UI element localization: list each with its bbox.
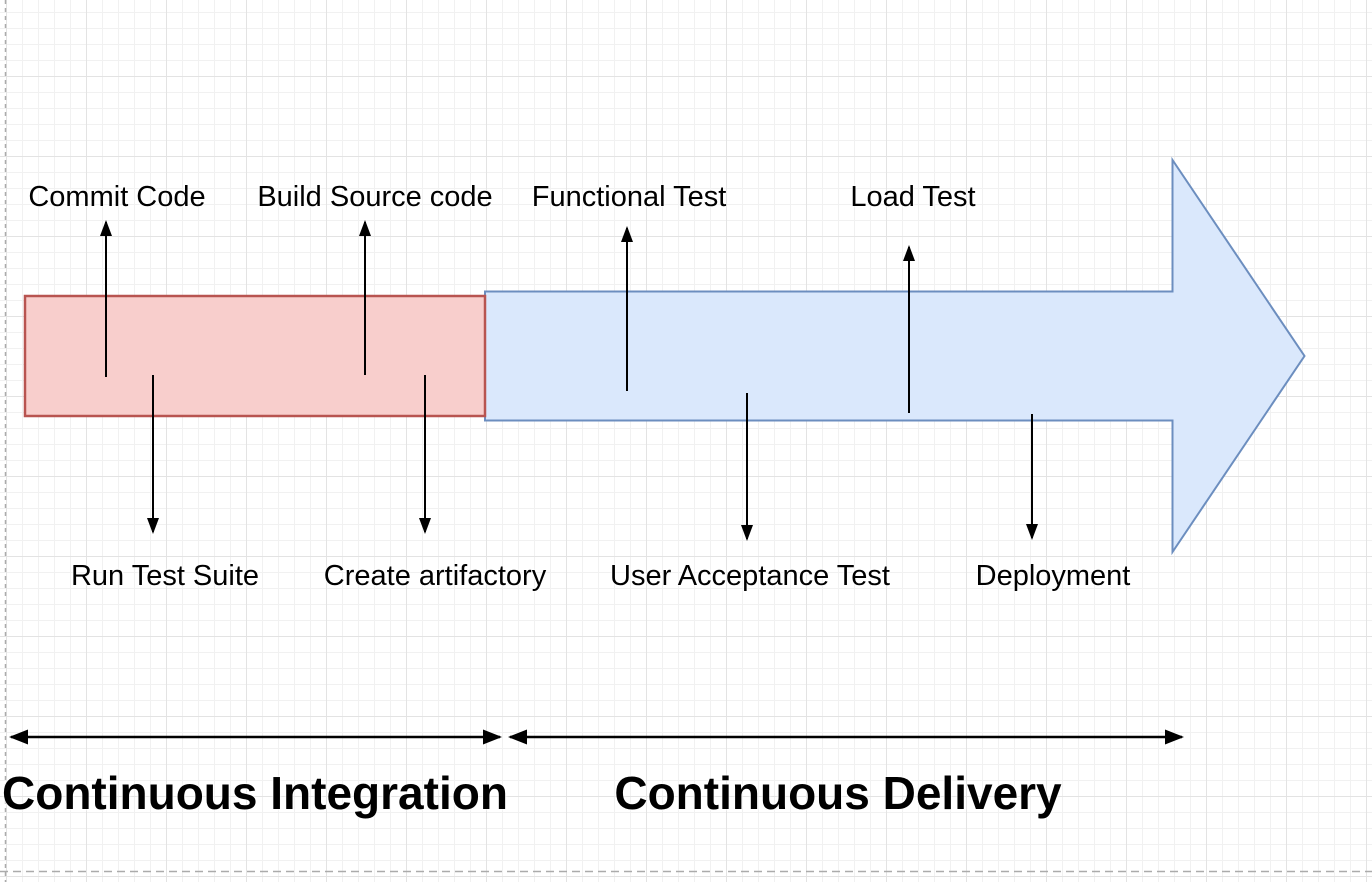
- step-label-run-test-suite: Run Test Suite: [70, 560, 260, 592]
- phase-title-continuous-delivery: Continuous Delivery: [614, 767, 1062, 819]
- step-label-functional-test: Functional Test: [531, 181, 727, 213]
- step-label-user-acceptance-test: User Acceptance Test: [610, 560, 890, 592]
- step-label-commit-code: Commit Code: [28, 181, 206, 213]
- step-label-create-artifactory: Create artifactory: [323, 560, 547, 592]
- step-label-load-test: Load Test: [850, 181, 976, 213]
- step-label-build-source-code: Build Source code: [257, 181, 493, 213]
- cd-phase-arrow-shape: [484, 156, 1306, 556]
- ci-phase-bar-shape: [23, 294, 487, 418]
- step-label-deployment: Deployment: [975, 560, 1131, 592]
- phase-title-continuous-integration: Continuous Integration: [2, 767, 508, 819]
